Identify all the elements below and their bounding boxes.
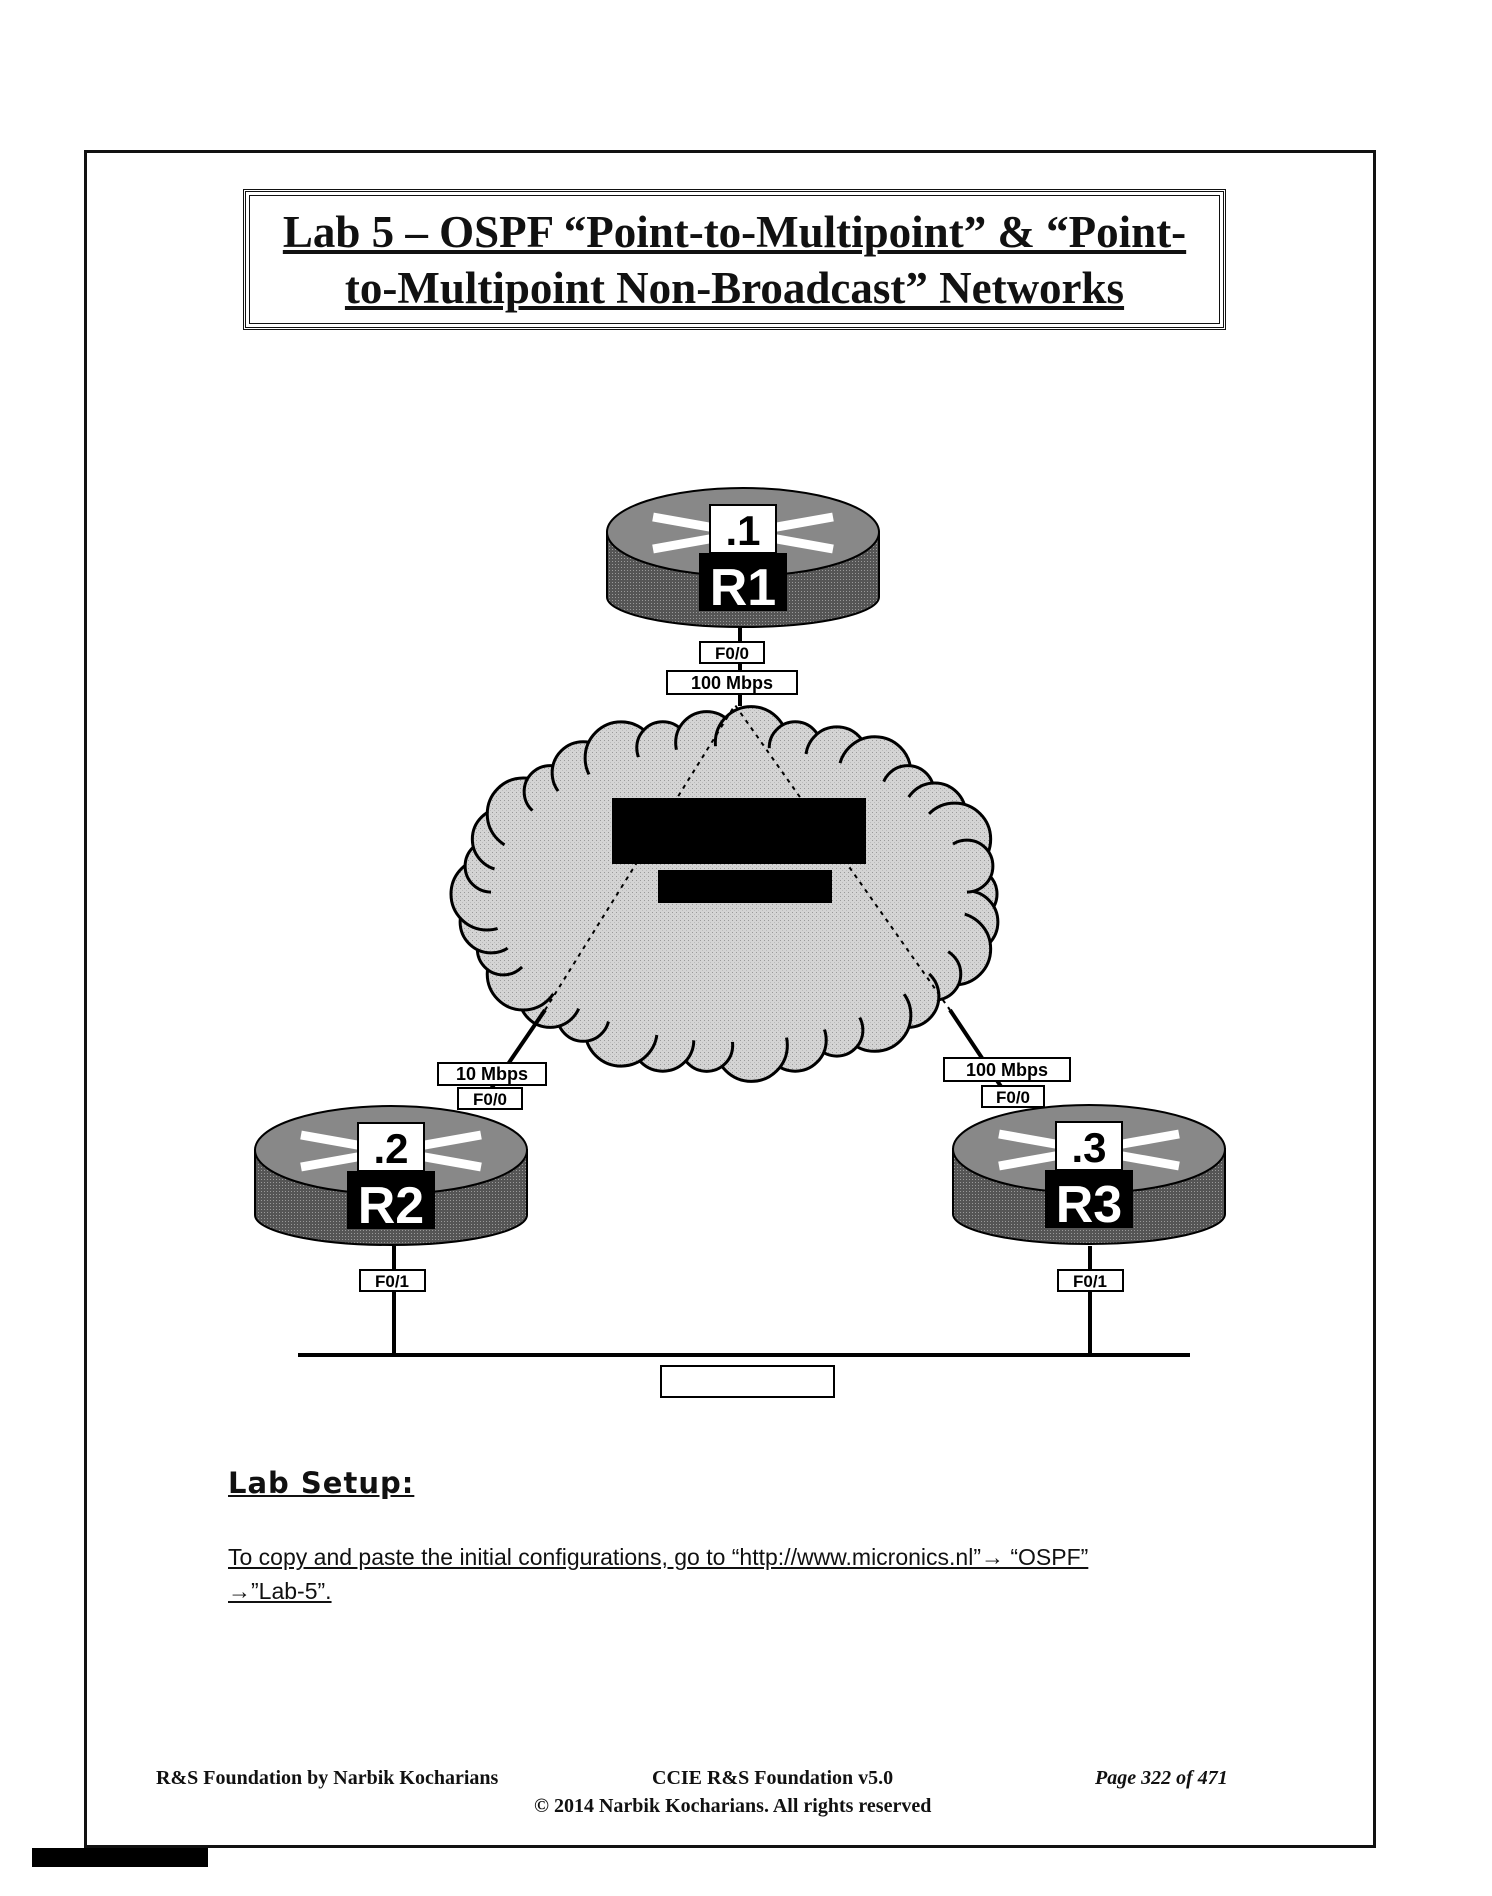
multipoint-dotted-lines xyxy=(544,703,951,1011)
svg-text:F0/0: F0/0 xyxy=(996,1088,1030,1107)
lab-setup-instructions: To copy and paste the initial configurat… xyxy=(228,1540,1238,1608)
footer-page-number: Page 322 of 471 xyxy=(1095,1767,1228,1789)
lab-setup-heading: Lab Setup: xyxy=(228,1466,415,1500)
router-name-label: R2 xyxy=(358,1177,424,1235)
footer-book-title: R&S Foundation by Narbik Kocharians xyxy=(156,1767,499,1789)
svg-text:F0/0: F0/0 xyxy=(715,644,749,663)
lan-subnet-box xyxy=(660,1365,835,1398)
svg-text:100 Mbps: 100 Mbps xyxy=(691,673,773,693)
svg-text:F0/1: F0/1 xyxy=(1073,1272,1107,1291)
router-name-label: R3 xyxy=(1056,1176,1122,1234)
footer-series: CCIE R&S Foundation v5.0 xyxy=(652,1767,894,1789)
footer-copyright: © 2014 Narbik Kocharians. All rights res… xyxy=(534,1795,932,1817)
svg-text:F0/0: F0/0 xyxy=(473,1090,507,1109)
router-ip-label: .3 xyxy=(1071,1124,1106,1171)
label-r3-interface: F0/0 xyxy=(981,1085,1045,1108)
svg-text:10 Mbps: 10 Mbps xyxy=(456,1064,528,1084)
label-r2-speed: 10 Mbps xyxy=(437,1062,547,1086)
redacted-network-address xyxy=(658,870,832,903)
lab-title-box: Lab 5 – OSPF “Point-to-Multipoint” & “Po… xyxy=(243,189,1226,330)
label-r3-lan-interface: F0/1 xyxy=(1057,1269,1124,1292)
scan-mark xyxy=(32,1848,208,1867)
router-ip-label: .2 xyxy=(373,1125,408,1172)
router-name-label: R1 xyxy=(710,559,776,617)
instructions-line-1[interactable]: To copy and paste the initial configurat… xyxy=(228,1544,1089,1570)
router-r3: .3R3 xyxy=(952,1104,1226,1245)
router-r1: .1R1 xyxy=(606,487,880,628)
label-r2-lan-interface: F0/1 xyxy=(359,1269,426,1292)
label-r2-interface: F0/0 xyxy=(457,1087,523,1110)
svg-text:100 Mbps: 100 Mbps xyxy=(966,1060,1048,1080)
title-line-2: to-Multipoint Non-Broadcast” Networks xyxy=(344,262,1125,313)
redacted-network-label xyxy=(612,798,866,864)
title-line-1: Lab 5 – OSPF “Point-to-Multipoint” & “Po… xyxy=(282,206,1187,257)
router-r2: .2R2 xyxy=(254,1105,528,1246)
label-r3-speed: 100 Mbps xyxy=(943,1057,1071,1082)
label-r1-interface: F0/0 xyxy=(699,641,765,664)
svg-text:F0/1: F0/1 xyxy=(375,1272,409,1291)
instructions-line-2[interactable]: →”Lab-5”. xyxy=(228,1578,332,1604)
label-r1-speed: 100 Mbps xyxy=(666,670,798,695)
router-ip-label: .1 xyxy=(725,507,760,554)
page-frame xyxy=(84,150,1376,1848)
